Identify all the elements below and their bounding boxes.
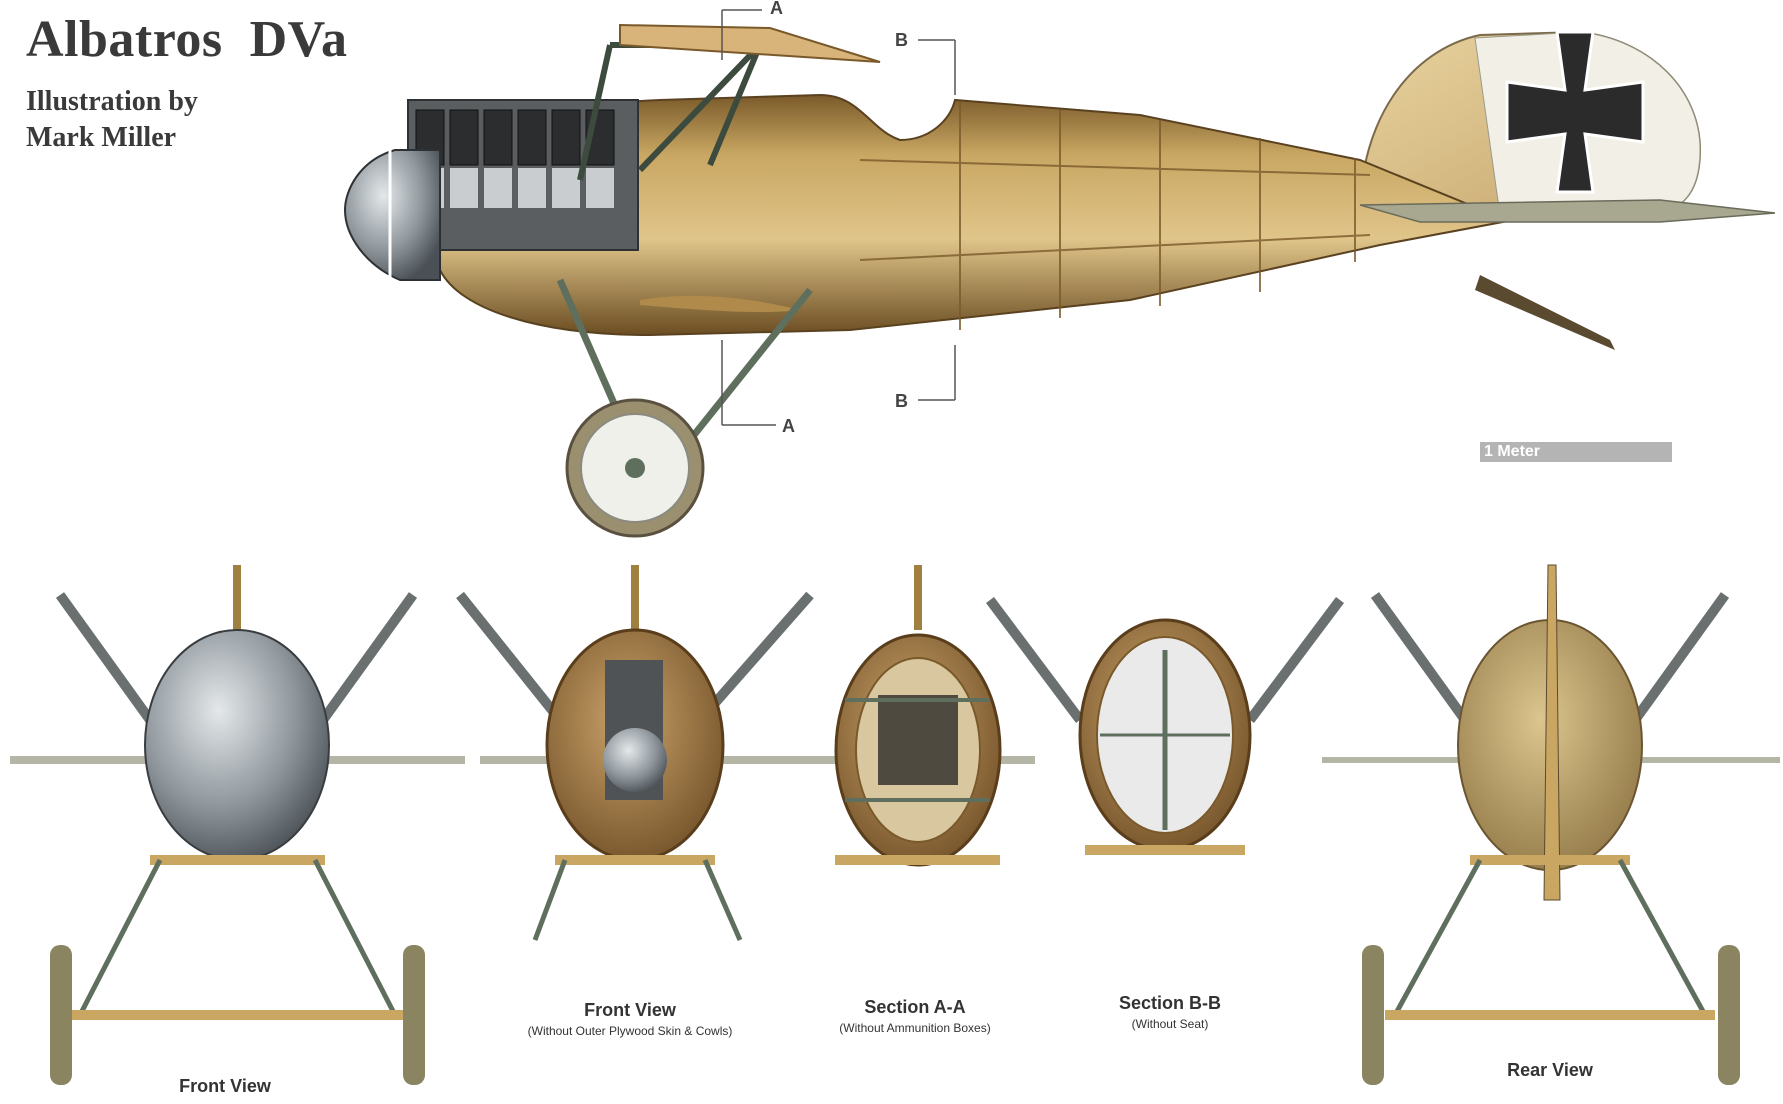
section-marker-b-bottom: B [895, 391, 908, 411]
credit-line-2: Mark Miller [26, 122, 177, 153]
engine [407, 99, 639, 251]
view-label-rear: Rear View [1450, 1060, 1650, 1081]
view-title: Front View [584, 1000, 676, 1020]
view-subtitle: (Without Seat) [1131, 1017, 1209, 1031]
propeller-spinner [343, 149, 441, 281]
iron-cross-insignia [1505, 30, 1645, 194]
view-subtitle: (Without Outer Plywood Skin & Cowls) [527, 1024, 733, 1038]
section-marker-a-bottom: A [782, 416, 795, 436]
view-label-section-bb: Section B-B (Without Seat) [1065, 993, 1275, 1031]
view-label-front-no-skin: Front View (Without Outer Plywood Skin &… [500, 1000, 760, 1038]
view-title: Front View [179, 1076, 271, 1096]
propeller-blade [640, 295, 800, 313]
view-title: Section B-B [1118, 993, 1221, 1013]
illustration-credit: Illustration by Mark Miller [26, 84, 198, 156]
view-title: Section A-A [864, 997, 966, 1017]
side-view [343, 23, 1776, 538]
credit-line-1: Illustration by [26, 86, 198, 117]
upper-wing-section [619, 23, 881, 63]
section-aa-drawing [805, 565, 1035, 867]
section-markers [721, 9, 956, 426]
page-title: Albatros DVa [26, 11, 348, 68]
scale-bar: 1 Meter [1480, 442, 1672, 462]
section-marker-b-top: B [895, 30, 908, 50]
horizontal-stabilizer [1359, 199, 1776, 223]
front-view-no-skin-drawing [456, 565, 814, 942]
view-label-front: Front View [125, 1076, 325, 1097]
front-view-drawing [10, 565, 465, 1085]
section-bb-drawing [986, 597, 1344, 855]
scale-label: 1 Meter [1484, 443, 1541, 460]
section-marker-a-top: A [770, 0, 783, 18]
view-title: Rear View [1507, 1060, 1593, 1080]
tail-skid [1475, 275, 1615, 350]
view-subtitle: (Without Ammunition Boxes) [839, 1021, 991, 1035]
side-wheel [565, 398, 705, 538]
fuselage-frames [859, 102, 1371, 330]
view-label-section-aa: Section A-A (Without Ammunition Boxes) [800, 997, 1030, 1035]
rear-view-drawing [1322, 564, 1780, 1085]
